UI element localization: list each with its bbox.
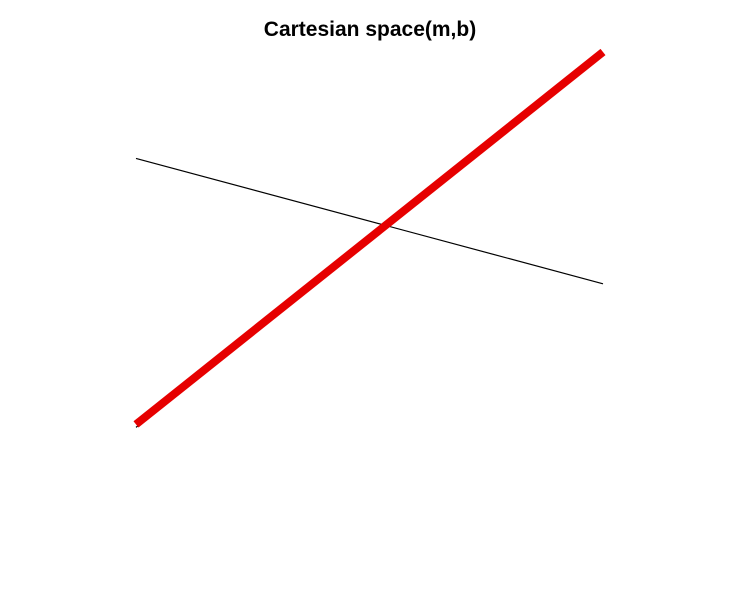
plot-area [133, 48, 606, 428]
series-1-line [133, 48, 606, 428]
series-0-line [135, 157, 604, 285]
chart-title: Cartesian space(m,b) [264, 18, 476, 41]
